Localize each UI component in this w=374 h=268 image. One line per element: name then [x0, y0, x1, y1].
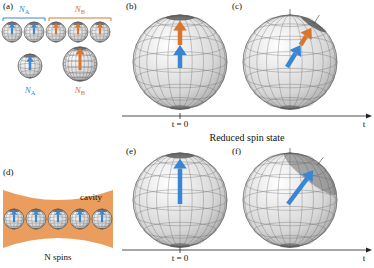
figure-label: t [363, 120, 366, 130]
bloch-sphere [63, 47, 97, 81]
spin-arrow [287, 53, 295, 67]
spin-arrow [55, 28, 57, 34]
arrow-head [173, 21, 187, 31]
bloch-sphere [133, 153, 227, 248]
spin-arrow [33, 28, 35, 34]
bloch-sphere [24, 22, 44, 42]
figure-label: Reduced spin state [210, 132, 285, 143]
spin-arrow [29, 62, 32, 70]
figure-label: (e) [126, 147, 136, 157]
bloch-sphere [70, 209, 90, 229]
spin-arrow [57, 215, 59, 222]
group-bracket [49, 18, 111, 21]
figure-label: N spins [44, 253, 71, 263]
arrow-head [77, 210, 84, 215]
figure-label: (a) [3, 2, 13, 12]
arrow-head [11, 210, 18, 215]
cavity-band: cavity [3, 188, 113, 250]
bloch-sphere [18, 54, 42, 78]
group-size: NA [19, 5, 30, 15]
bloch-sphere [90, 22, 110, 42]
bloch-sphere [46, 22, 66, 42]
arrow-head [76, 48, 85, 55]
bloch-sphere [243, 14, 337, 109]
figure-label: (c) [232, 2, 242, 12]
bloch-sphere [243, 143, 345, 248]
spin-arrow [288, 178, 307, 204]
arrow-head [31, 23, 38, 28]
arrow-head [9, 23, 16, 28]
arrow-head [75, 23, 82, 28]
spin-arrow [77, 28, 79, 34]
group-size: NB [75, 86, 85, 96]
arrow-head [290, 45, 301, 57]
bloch-sphere [68, 22, 88, 42]
spin-arrow [13, 215, 15, 222]
spin-arrow [101, 215, 103, 222]
figure-label: t [363, 254, 366, 264]
figure-label: (f) [232, 147, 241, 157]
time-axis [122, 250, 368, 251]
group-size: NB [75, 5, 85, 15]
bloch-sphere [133, 15, 227, 110]
arrow-head [97, 23, 104, 28]
time-axis [122, 116, 368, 117]
arrow-head [173, 45, 187, 55]
spin-arrow [178, 169, 183, 204]
cavity-label: cavity [80, 193, 102, 203]
figure-label: t = 0 [172, 254, 189, 264]
spin-arrow [178, 55, 183, 68]
spin-arrow [79, 55, 82, 70]
spin-arrow [301, 36, 307, 45]
spin-arrow [11, 28, 13, 34]
arrow-head [26, 56, 34, 62]
bloch-sphere [48, 209, 68, 229]
arrow-head [99, 210, 106, 215]
bloch-sphere [26, 209, 46, 229]
bloch-sphere [92, 209, 112, 229]
figure-label: (b) [126, 2, 137, 12]
figure-label: t = 0 [172, 120, 189, 130]
arrow-head [300, 28, 311, 40]
bloch-sphere [2, 22, 22, 42]
arrow-head [55, 210, 62, 215]
group-bracket [3, 18, 45, 21]
arrow-head [302, 170, 313, 182]
spin-arrow [35, 215, 37, 222]
spin-arrow [99, 28, 101, 34]
arrow-head [53, 23, 60, 28]
arrow-head [173, 159, 187, 169]
spin-arrow [79, 215, 81, 222]
figure-label: (d) [3, 168, 14, 178]
arrow-head [33, 210, 40, 215]
group-size: NA [25, 86, 36, 96]
bloch-sphere [4, 209, 24, 229]
